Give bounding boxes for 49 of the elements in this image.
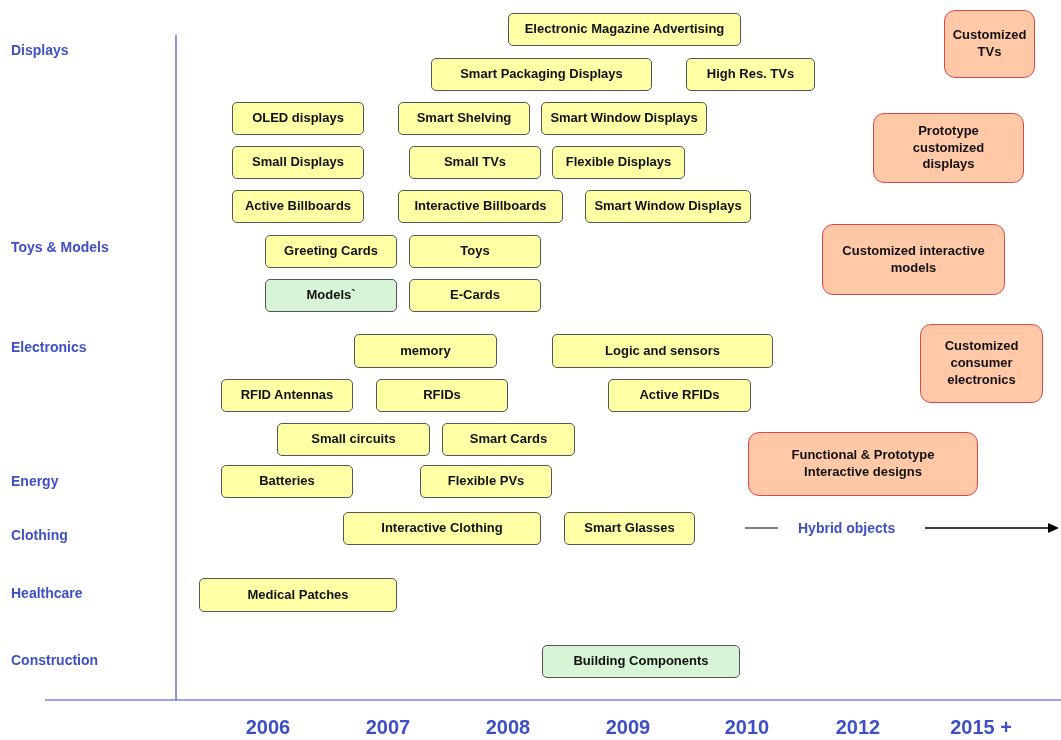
application-box: Smart Window Displays bbox=[585, 190, 751, 223]
category-label: Healthcare bbox=[11, 585, 83, 601]
application-box: Smart Glasses bbox=[564, 512, 695, 545]
application-box: Batteries bbox=[221, 465, 353, 498]
application-box: Medical Patches bbox=[199, 578, 397, 612]
application-box: memory bbox=[354, 334, 497, 368]
application-box: OLED displays bbox=[232, 102, 364, 135]
year-label: 2012 bbox=[835, 716, 881, 739]
application-box: Smart Shelving bbox=[398, 102, 530, 135]
application-box: Active RFIDs bbox=[608, 379, 751, 412]
category-label: Displays bbox=[11, 42, 69, 58]
application-box: Interactive Billboards bbox=[398, 190, 563, 223]
category-label: Clothing bbox=[11, 527, 68, 543]
year-label: 2010 bbox=[724, 716, 770, 739]
application-box: RFIDs bbox=[376, 379, 508, 412]
application-box: Logic and sensors bbox=[552, 334, 773, 368]
application-box: Small Displays bbox=[232, 146, 364, 179]
application-box: RFID Antennas bbox=[221, 379, 353, 412]
year-label: 2015 + bbox=[950, 716, 1012, 739]
future-application-box: Functional & Prototype Interactive designs bbox=[748, 432, 978, 496]
application-box: High Res. TVs bbox=[686, 58, 815, 91]
application-box: Smart Packaging Displays bbox=[431, 58, 652, 91]
year-label: 2007 bbox=[365, 716, 411, 739]
highlighted-box: Models` bbox=[265, 279, 397, 312]
application-box: Active Billboards bbox=[232, 190, 364, 223]
year-label: 2008 bbox=[485, 716, 531, 739]
category-label: Energy bbox=[11, 473, 59, 489]
application-box: Toys bbox=[409, 235, 541, 268]
application-box: Small circuits bbox=[277, 423, 430, 456]
year-label: 2006 bbox=[245, 716, 291, 739]
application-box: Smart Cards bbox=[442, 423, 575, 456]
future-application-box: Customized consumer electronics bbox=[920, 324, 1043, 403]
year-label: 2009 bbox=[605, 716, 651, 739]
category-label: Construction bbox=[11, 652, 99, 668]
future-application-box: Customized interactive models bbox=[822, 224, 1005, 295]
application-box: Smart Window Displays bbox=[541, 102, 707, 135]
application-box: Electronic Magazine Advertising bbox=[508, 13, 741, 46]
application-box: Greeting Cards bbox=[265, 235, 397, 268]
application-box: Flexible PVs bbox=[420, 465, 552, 498]
application-box: Flexible Displays bbox=[552, 146, 685, 179]
application-box: Interactive Clothing bbox=[343, 512, 541, 545]
category-label: Electronics bbox=[11, 339, 87, 355]
highlighted-box: Building Components bbox=[542, 645, 740, 678]
application-box: Small TVs bbox=[409, 146, 541, 179]
future-application-box: Prototype customized displays bbox=[873, 113, 1024, 183]
future-application-box: Customized TVs bbox=[944, 10, 1035, 78]
application-box: E-Cards bbox=[409, 279, 541, 312]
trend-label: Hybrid objects bbox=[798, 520, 896, 536]
category-label: Toys & Models bbox=[11, 239, 109, 255]
